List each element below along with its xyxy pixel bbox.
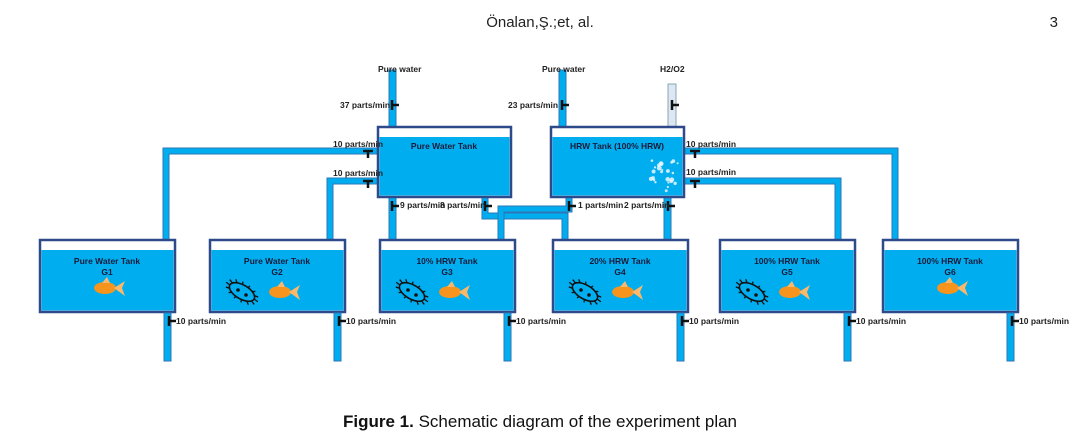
outflow-label: 10 parts/min	[346, 316, 396, 326]
valve-icon	[682, 316, 689, 326]
bubble	[666, 169, 670, 173]
tank-title: Pure Water Tank	[74, 256, 140, 266]
outflow-label: 10 parts/min	[1019, 316, 1069, 326]
bubble	[677, 162, 679, 164]
bubble	[665, 177, 670, 182]
bubble	[673, 182, 676, 185]
group-tank-g1: Pure Water TankG1	[40, 240, 175, 312]
group-tank-g2: Pure Water TankG2	[210, 240, 345, 312]
caption-label: Figure 1.	[343, 412, 414, 431]
flow-label: 23 parts/min	[508, 100, 558, 110]
pure-water-tank: Pure Water Tank	[378, 127, 511, 197]
valve-icon	[169, 316, 176, 326]
bubble	[654, 166, 656, 168]
group-id: G5	[781, 267, 793, 277]
hrw-tank: HRW Tank (100% HRW)	[551, 127, 684, 197]
tank-title: HRW Tank (100% HRW)	[570, 141, 664, 151]
group-id: G2	[271, 267, 283, 277]
source-label-h2-o2: H2/O2	[660, 64, 685, 74]
flow-label: 10 parts/min	[686, 139, 736, 149]
group-tank-g4: 20% HRW TankG4	[553, 240, 688, 312]
bubble	[670, 177, 675, 182]
bubble	[667, 186, 669, 188]
source-label-pure-water: Pure water	[378, 64, 422, 74]
valve-icon	[1012, 316, 1019, 326]
bubble	[670, 161, 673, 164]
group-tank-g3: 10% HRW TankG3	[380, 240, 515, 312]
group-id: G3	[441, 267, 453, 277]
flow-label: 1 parts/min	[578, 200, 623, 210]
bubble	[654, 181, 656, 183]
group-id: G4	[614, 267, 626, 277]
tank-title: Pure Water Tank	[411, 141, 477, 151]
group-tank-g5: 100% HRW TankG5	[720, 240, 855, 312]
bubble	[665, 189, 668, 192]
flow-label: 37 parts/min	[340, 100, 390, 110]
bubble	[672, 172, 675, 175]
figure-caption: Figure 1. Schematic diagram of the exper…	[0, 412, 1080, 432]
outflow-label: 10 parts/min	[856, 316, 906, 326]
bubble	[667, 182, 669, 184]
flow-label: 2 parts/min	[624, 200, 669, 210]
bubble	[651, 159, 654, 162]
outflow-label: 10 parts/min	[689, 316, 739, 326]
tank-title: Pure Water Tank	[244, 256, 310, 266]
valve-icon	[509, 316, 516, 326]
bubble	[653, 179, 656, 182]
tank-title: 10% HRW Tank	[416, 256, 477, 266]
tank-title: 20% HRW Tank	[589, 256, 650, 266]
flow-label: 10 parts/min	[333, 139, 383, 149]
valve-icon	[849, 316, 856, 326]
valve-icon	[339, 316, 346, 326]
caption-text: Schematic diagram of the experiment plan	[414, 412, 737, 431]
group-id: G1	[101, 267, 113, 277]
outflow-label: 10 parts/min	[516, 316, 566, 326]
bubble	[652, 170, 656, 174]
flow-label: 10 parts/min	[686, 167, 736, 177]
outflow-label: 10 parts/min	[176, 316, 226, 326]
flow-label: 8 parts/min	[440, 200, 485, 210]
tank-title: 100% HRW Tank	[917, 256, 983, 266]
group-tank-g6: 100% HRW TankG6	[883, 240, 1018, 312]
tank-title: 100% HRW Tank	[754, 256, 820, 266]
bubble	[661, 169, 663, 171]
source-label-pure-water-2: Pure water	[542, 64, 586, 74]
flow-label: 10 parts/min	[333, 168, 383, 178]
group-id: G6	[944, 267, 956, 277]
flow-label: 9 parts/min	[400, 200, 445, 210]
bubble	[659, 161, 664, 166]
